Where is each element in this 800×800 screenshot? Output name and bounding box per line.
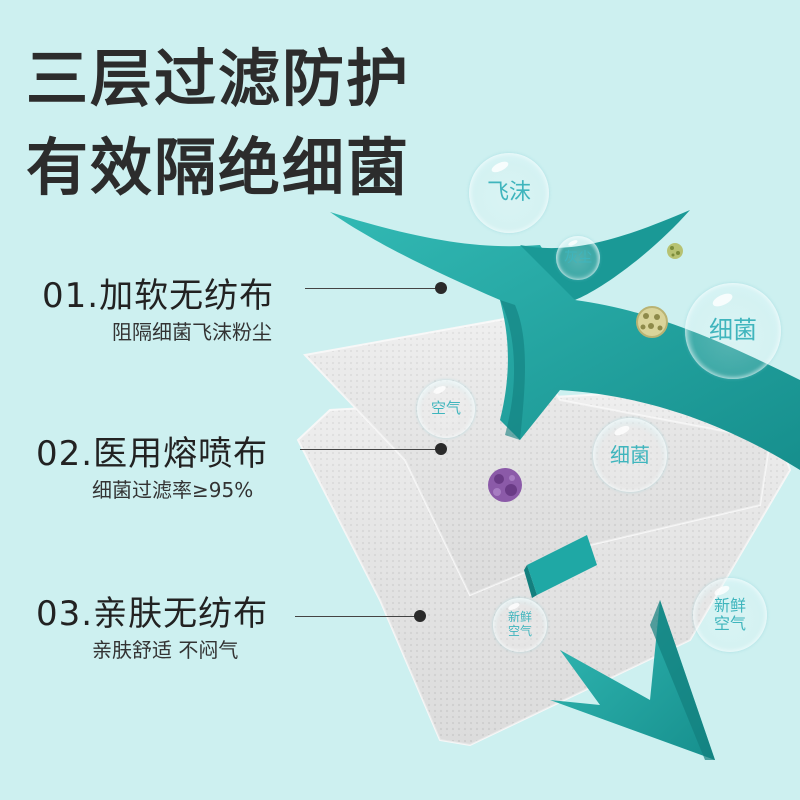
dust-particle-icon xyxy=(636,306,668,338)
layer-2-subtitle: 细菌过滤率≥95% xyxy=(92,478,254,502)
headline-line-2: 有效隔绝细菌 xyxy=(26,131,411,204)
droplet-bubble-label: 飞沫 xyxy=(486,180,531,206)
layer-1-leader-line xyxy=(305,288,440,289)
dust-bubble-label: 灰尘 xyxy=(564,249,592,266)
bacteria-bubble-top: 细菌 xyxy=(685,283,781,379)
dust-bubble: 灰尘 xyxy=(556,236,600,280)
bacteria-bubble-middle-label: 细菌 xyxy=(610,442,650,467)
layer-3-leader-line xyxy=(295,616,420,617)
fresh-air-bubble-right-line-1: 新鲜 xyxy=(713,595,746,615)
layer-2-title: 02.医用熔喷布 xyxy=(36,434,269,474)
pollen-particle-icon xyxy=(667,243,683,259)
bacteria-bubble-middle: 细菌 xyxy=(593,418,667,492)
bacteria-icon xyxy=(488,468,522,502)
droplet-bubble: 飞沫 xyxy=(469,153,549,233)
headline-line-1: 三层过滤防护 xyxy=(26,42,411,115)
layer-1-title: 01.加软无纺布 xyxy=(42,276,275,316)
layer-2-leader-line xyxy=(300,449,440,450)
layer-1-subtitle: 阻隔细菌飞沫粉尘 xyxy=(112,320,272,344)
fresh-air-bubble-right-line-2: 空气 xyxy=(713,614,746,633)
layer-3-subtitle: 亲肤舒适 不闷气 xyxy=(92,638,239,662)
fresh-air-bubble-right: 新鲜 空气 xyxy=(693,578,767,652)
fresh-air-bubble-left: 新鲜 空气 xyxy=(493,598,547,652)
layer-2-marker xyxy=(435,443,447,455)
fresh-air-bubble-left-line-1: 新鲜 xyxy=(507,610,532,625)
layer-3-title: 03.亲肤无纺布 xyxy=(36,594,269,634)
soft-nonwoven-layer xyxy=(330,212,800,470)
air-bubble-label: 空气 xyxy=(430,399,461,418)
air-bubble: 空气 xyxy=(417,380,475,438)
teal-flap xyxy=(527,535,597,595)
layer-3-marker xyxy=(414,610,426,622)
fresh-air-bubble-left-line-2: 空气 xyxy=(507,624,532,638)
layer-1-marker xyxy=(435,282,447,294)
bacteria-bubble-top-label: 细菌 xyxy=(709,316,757,345)
